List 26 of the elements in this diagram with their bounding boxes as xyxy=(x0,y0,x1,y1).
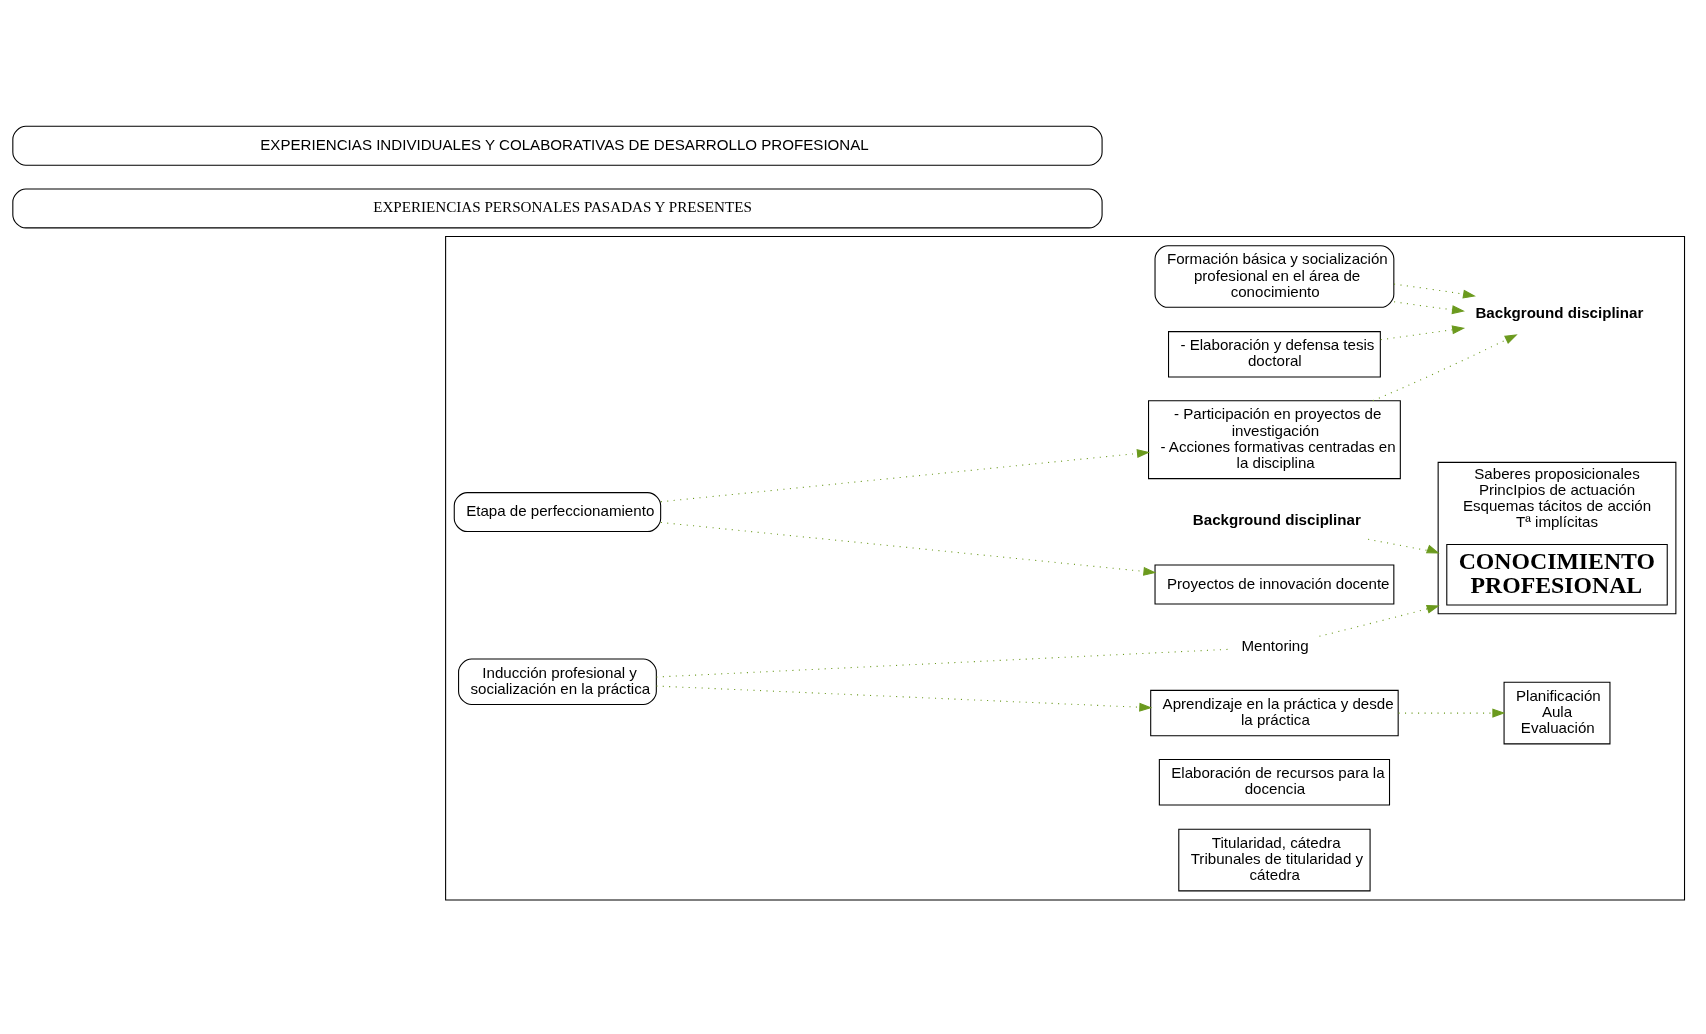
node-text: Background disciplinar xyxy=(1475,303,1644,321)
node-box: Aprendizaje en la práctica y desde la práctica xyxy=(1150,689,1399,736)
node-box: Titularidad, cátedra Tribunales de titularidad y cátedra xyxy=(1178,828,1371,891)
node-box: Etapa de perfeccionamiento xyxy=(453,491,662,532)
node-box: EXPERIENCIAS PERSONALES PASADAS Y PRESENTES xyxy=(12,187,1103,228)
arrow xyxy=(1367,538,1440,554)
node-box: Planificación Aula Evaluación xyxy=(1503,681,1611,744)
arrow xyxy=(1393,283,1476,299)
cluster xyxy=(445,235,1686,901)
node-box: Inducción profesional y socialización en la práctica xyxy=(458,658,657,705)
node-box: Proyectos de innovación docente xyxy=(1154,564,1395,604)
node-box: - Elaboración y defensa tesis doctoral xyxy=(1168,330,1381,378)
arrow xyxy=(1380,324,1466,340)
node-text: Background disciplinar xyxy=(1192,510,1361,528)
node-text: Mentoring xyxy=(1241,636,1309,654)
node-box: CONOCIMIENTO PROFESIONAL xyxy=(1446,543,1668,606)
arrow xyxy=(1397,708,1506,718)
arrow xyxy=(1393,300,1465,314)
node-box: Elaboración de recursos para la docencia xyxy=(1158,758,1391,805)
arrow xyxy=(1318,604,1440,637)
node-box: Formación básica y socialización profesional en el área de conocimiento xyxy=(1154,244,1395,308)
node-box: EXPERIENCIAS INDIVIDUALES Y COLABORATIVAS DE DESARROLLO PROFESIONAL xyxy=(12,125,1103,166)
arrow xyxy=(660,448,1150,502)
arrow xyxy=(660,521,1157,576)
node-box: - Participación en proyectos de investigación - Acciones formativas centradas en la disciplina xyxy=(1148,399,1401,479)
arrow xyxy=(655,685,1153,712)
